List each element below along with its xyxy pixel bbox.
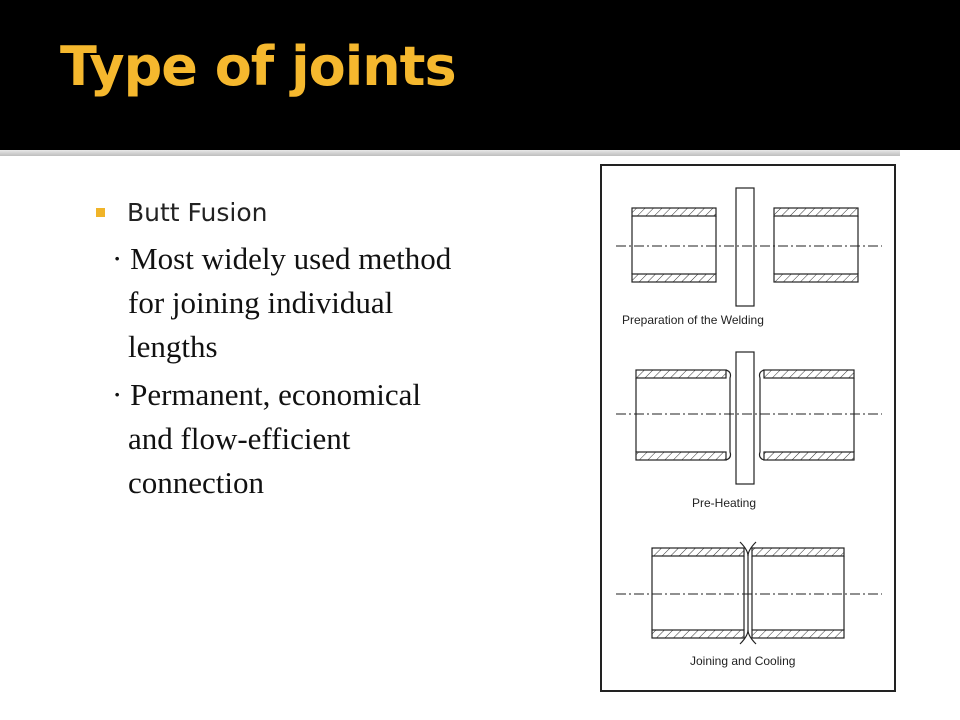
title-bar: Type of joints [0, 0, 960, 150]
subpoint-2-line-1: · Permanent, economical [112, 377, 422, 412]
subpoint-1: · Most widely used method for joining in… [112, 237, 582, 369]
square-bullet-icon [96, 208, 105, 217]
subpoint-1-line-2: for joining individual [128, 285, 394, 320]
caption-preparation: Preparation of the Welding [622, 313, 764, 327]
stage-preparation [616, 187, 882, 307]
subpoint-2: · Permanent, economical and flow-efficie… [112, 373, 582, 505]
subpoint-2-line-3: connection [128, 465, 265, 500]
subpoint-1-line-1: · Most widely used method [112, 241, 452, 276]
title-divider [0, 150, 900, 156]
subpoint-2-line-2: and flow-efficient [128, 421, 351, 456]
subpoint-1-line-3: lengths [128, 329, 218, 364]
stage-joining [616, 541, 882, 645]
butt-fusion-drawing [616, 187, 882, 645]
caption-joining: Joining and Cooling [690, 654, 796, 668]
stage-preheating [616, 351, 882, 485]
caption-preheating: Pre-Heating [692, 496, 757, 510]
bullet-label: Butt Fusion [127, 198, 268, 227]
slide-title: Type of joints [60, 35, 457, 98]
bullet-item: Butt Fusion [96, 198, 268, 227]
butt-fusion-diagram: Preparation of the Welding Pre-Heating J… [600, 164, 896, 692]
